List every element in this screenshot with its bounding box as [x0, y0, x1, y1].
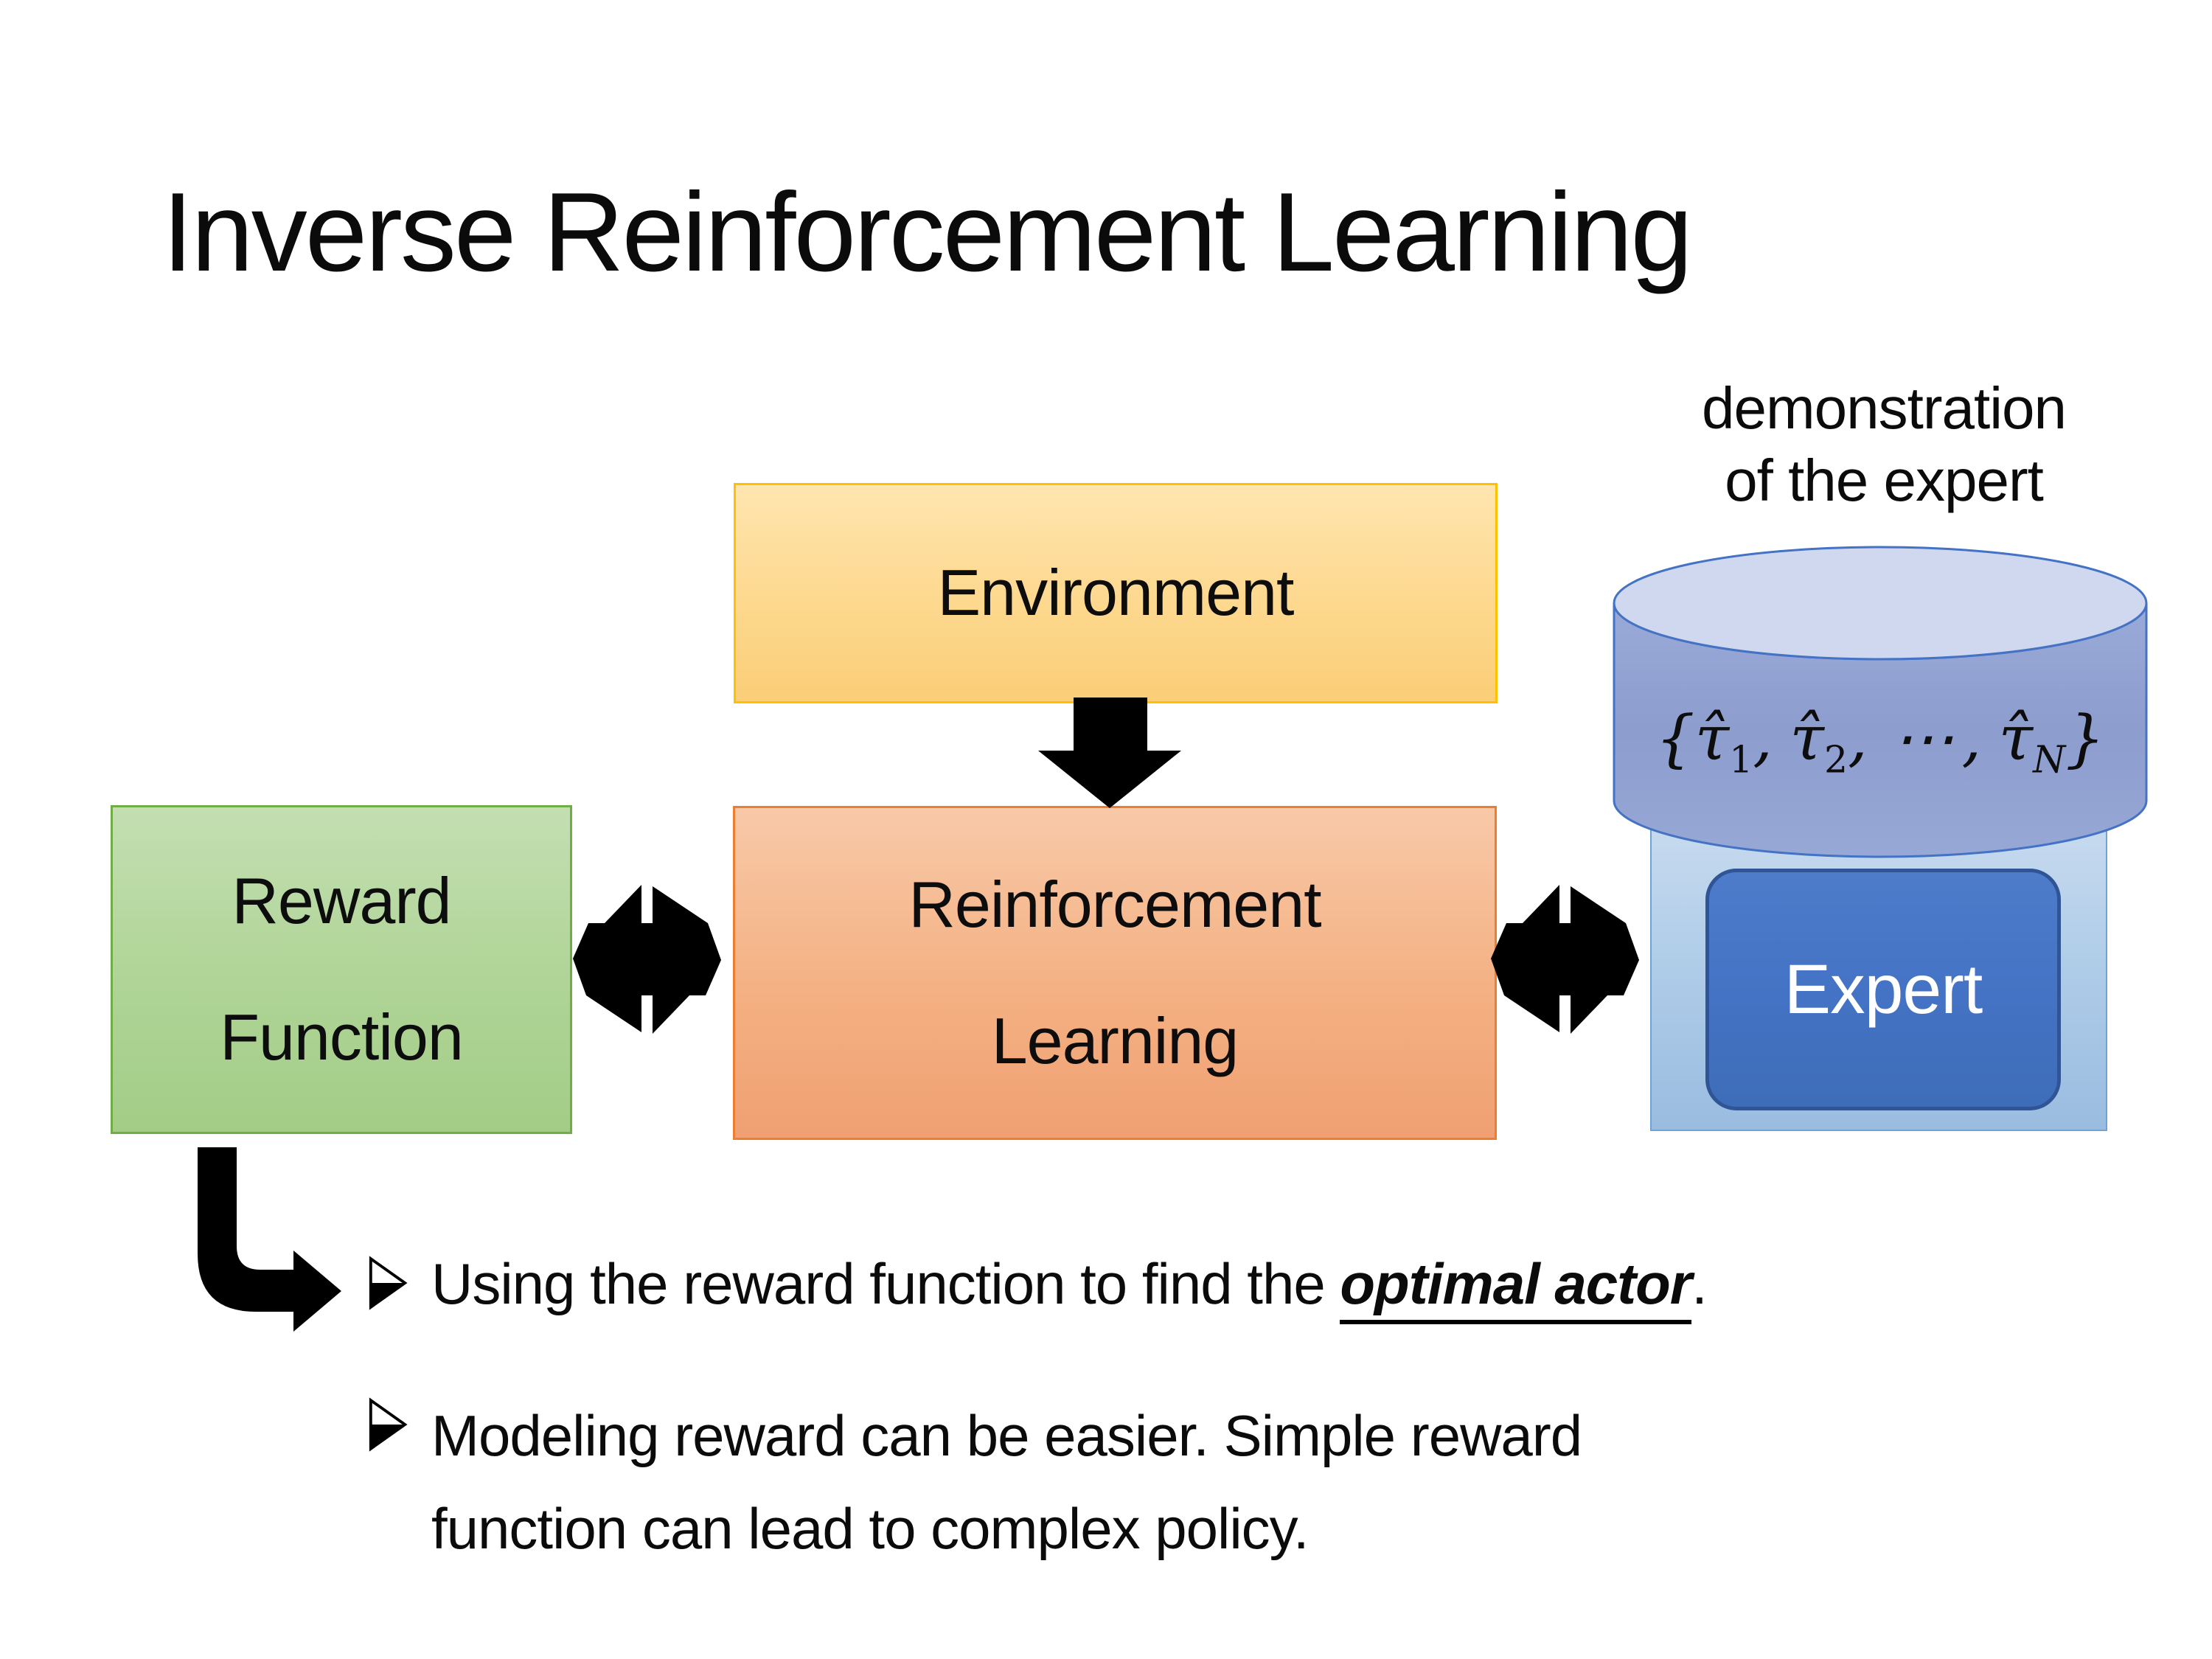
formula-dots: ⋯ — [1892, 702, 1955, 774]
bullet-arrowhead-icon — [369, 1256, 408, 1310]
rl-label-line1: Reinforcement — [908, 867, 1321, 941]
bullet-1-prefix: Using the reward function to find the — [431, 1251, 1340, 1316]
slide-title: Inverse Reinforcement Learning — [162, 170, 1693, 295]
formula-sub-1: 1 — [1729, 737, 1753, 782]
formula-tau-2: τ̂ — [1790, 702, 1824, 774]
bullet-2-line2: function can lead to complex policy. — [431, 1496, 1310, 1562]
formula-comma: , — [1848, 702, 1868, 774]
cylinder-top — [1613, 546, 2148, 661]
reward-label-line1: Reward — [232, 864, 451, 938]
demonstration-label-line1: demonstration — [1702, 375, 2067, 441]
trajectory-set-formula: {τ̂1,τ̂2,⋯,τ̂N} — [1630, 702, 2131, 782]
formula-sub-N: N — [2033, 737, 2066, 782]
formula-sub-2: 2 — [1824, 737, 1848, 782]
bullet-arrowhead-icon — [369, 1397, 408, 1452]
double-arrow-right-icon — [1491, 885, 1639, 1034]
expert-label: Expert — [1784, 950, 1983, 1029]
demonstration-label-line2: of the expert — [1725, 447, 2044, 513]
formula-close-brace: } — [2065, 702, 2105, 774]
environment-box: Environment — [734, 483, 1498, 703]
reinforcement-learning-box: Reinforcement Learning — [733, 806, 1497, 1140]
formula-comma: , — [1753, 702, 1773, 774]
bullet-2-line1: Modeling reward can be easier. Simple re… — [431, 1403, 1582, 1468]
bullet-1-suffix: . — [1691, 1251, 1708, 1316]
expert-box: Expert — [1705, 869, 2061, 1110]
bullet-2-text: Modeling reward can be easier. Simple re… — [431, 1389, 1582, 1576]
reward-function-box: Reward Function — [111, 805, 572, 1134]
rl-label-line2: Learning — [991, 1004, 1239, 1077]
reinforcement-learning-label: Reinforcement Learning — [908, 837, 1321, 1110]
reward-label-line2: Function — [220, 1001, 464, 1074]
double-arrow-left-icon — [573, 885, 721, 1034]
formula-tau-N: τ̂ — [1998, 702, 2034, 774]
environment-label: Environment — [937, 556, 1294, 630]
formula-open-brace: { — [1655, 702, 1695, 774]
bullet-1-text: Using the reward function to find the op… — [431, 1248, 1708, 1324]
down-arrow-icon — [1038, 698, 1181, 808]
formula-comma: , — [1961, 702, 1982, 774]
formula-tau-1: τ̂ — [1694, 702, 1730, 774]
demonstration-label: demonstration of the expert — [1633, 372, 2135, 516]
bullet-item-1: Using the reward function to find the op… — [366, 1248, 1708, 1324]
bullet-1-emphasis: optimal actor — [1340, 1251, 1692, 1324]
reward-function-label: Reward Function — [220, 833, 464, 1106]
bent-arrow-icon — [198, 1147, 341, 1332]
bullet-item-2: Modeling reward can be easier. Simple re… — [366, 1389, 1582, 1576]
